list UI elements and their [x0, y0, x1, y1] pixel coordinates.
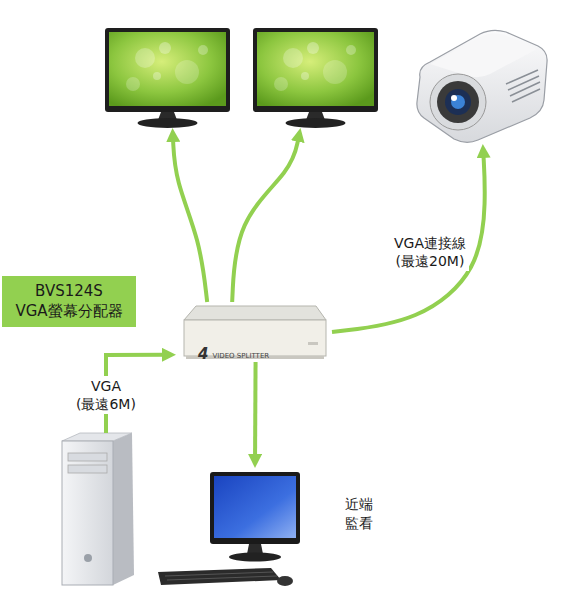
projector-illustration: [445, 89, 471, 115]
port-count: 4: [198, 347, 208, 362]
pc-illustration: [113, 433, 134, 585]
pc-illustration: [62, 433, 134, 585]
monitor-box: [105, 28, 230, 128]
local-monitor-illustration: [158, 472, 300, 586]
cable-label: VGA (最遠6M): [73, 376, 139, 414]
local-monitor: 近端 監看: [153, 468, 303, 593]
monitor-caption: 近端 監看: [345, 495, 373, 533]
local-monitor-illustration: [277, 576, 293, 586]
pc-illustration: [68, 465, 107, 473]
pc-illustration: [68, 453, 107, 461]
monitor-illustration: [105, 28, 230, 128]
local-monitor-illustration: [210, 472, 300, 544]
monitor-illustration: [105, 28, 230, 128]
projector-illustration: [417, 30, 547, 142]
device-label: VIDEO SPLITTER: [212, 353, 269, 360]
projector-illustration: [430, 33, 537, 77]
signal-arrow: [253, 362, 258, 458]
video-splitter: 4 VIDEO SPLITTER: [176, 302, 332, 362]
pc-illustration: [62, 433, 132, 441]
pc-tower: [58, 433, 138, 588]
projector-illustration: [451, 95, 465, 109]
signal-arrow: [173, 138, 207, 302]
local-monitor-illustration: [229, 553, 281, 562]
local-monitor-illustration: [165, 572, 277, 580]
signal-arrow: [332, 154, 485, 332]
projector-illustration: [430, 74, 486, 130]
pc-illustration: [84, 554, 92, 562]
cable-label: VGA連接線 (最遠20M): [391, 233, 469, 271]
projector-illustration: [437, 81, 479, 123]
splitter-illustration: [184, 306, 326, 320]
projector-box: [410, 22, 550, 144]
pc-illustration: [62, 441, 113, 585]
model-name: BVS124S VGA螢幕分配器: [15, 282, 122, 321]
local-monitor-illustration: [158, 568, 281, 585]
splitter-illustration: [308, 342, 318, 345]
signal-arrow: [232, 138, 298, 302]
monitor-illustration: [253, 28, 378, 128]
projector-illustration: [451, 95, 457, 101]
monitor-illustration: [253, 28, 378, 128]
local-monitor-illustration: [214, 476, 296, 538]
projector-illustration: [417, 30, 547, 142]
projector-illustration: [506, 70, 540, 102]
monitor-box: [253, 28, 378, 128]
model-label-box: BVS124S VGA螢幕分配器: [2, 276, 136, 327]
